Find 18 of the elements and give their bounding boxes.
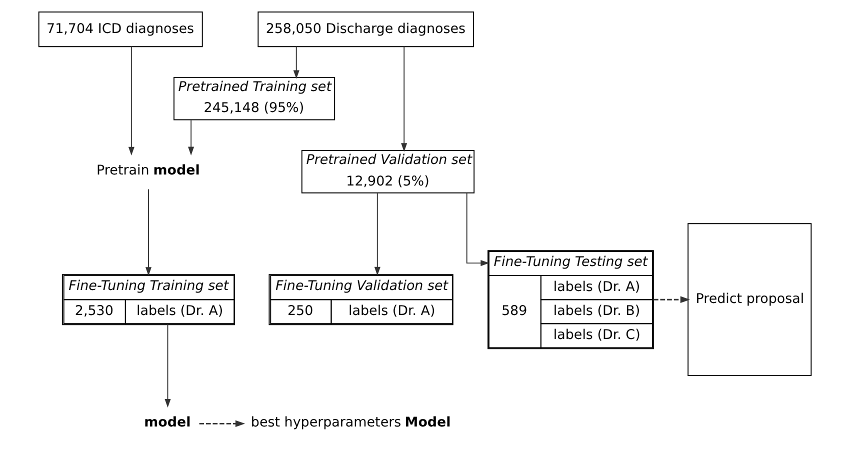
node-box: 258,050 Discharge diagnoses: [257, 12, 474, 48]
node-box: Predict proposal: [687, 223, 812, 376]
arrow: [128, 46, 134, 156]
node-text: Pretrain model: [96, 163, 200, 178]
arrow: [292, 46, 299, 79]
node-text: model: [144, 415, 190, 430]
arrow: [188, 120, 194, 156]
arrow: [653, 296, 690, 303]
node-box: Pretrained Training set 245,148 (95%): [173, 76, 335, 120]
node-box: 71,704 ICD diagnoses: [38, 12, 202, 48]
arrow: [466, 192, 489, 266]
arrow: [374, 192, 380, 276]
arrow: [400, 46, 407, 152]
arrow: [144, 188, 152, 276]
arrow: [164, 324, 170, 408]
arrow: [198, 420, 245, 428]
node-box: Pretrained Validation set 12,902 (5%): [300, 150, 474, 194]
node-text: best hyperparameters Model: [250, 415, 450, 430]
